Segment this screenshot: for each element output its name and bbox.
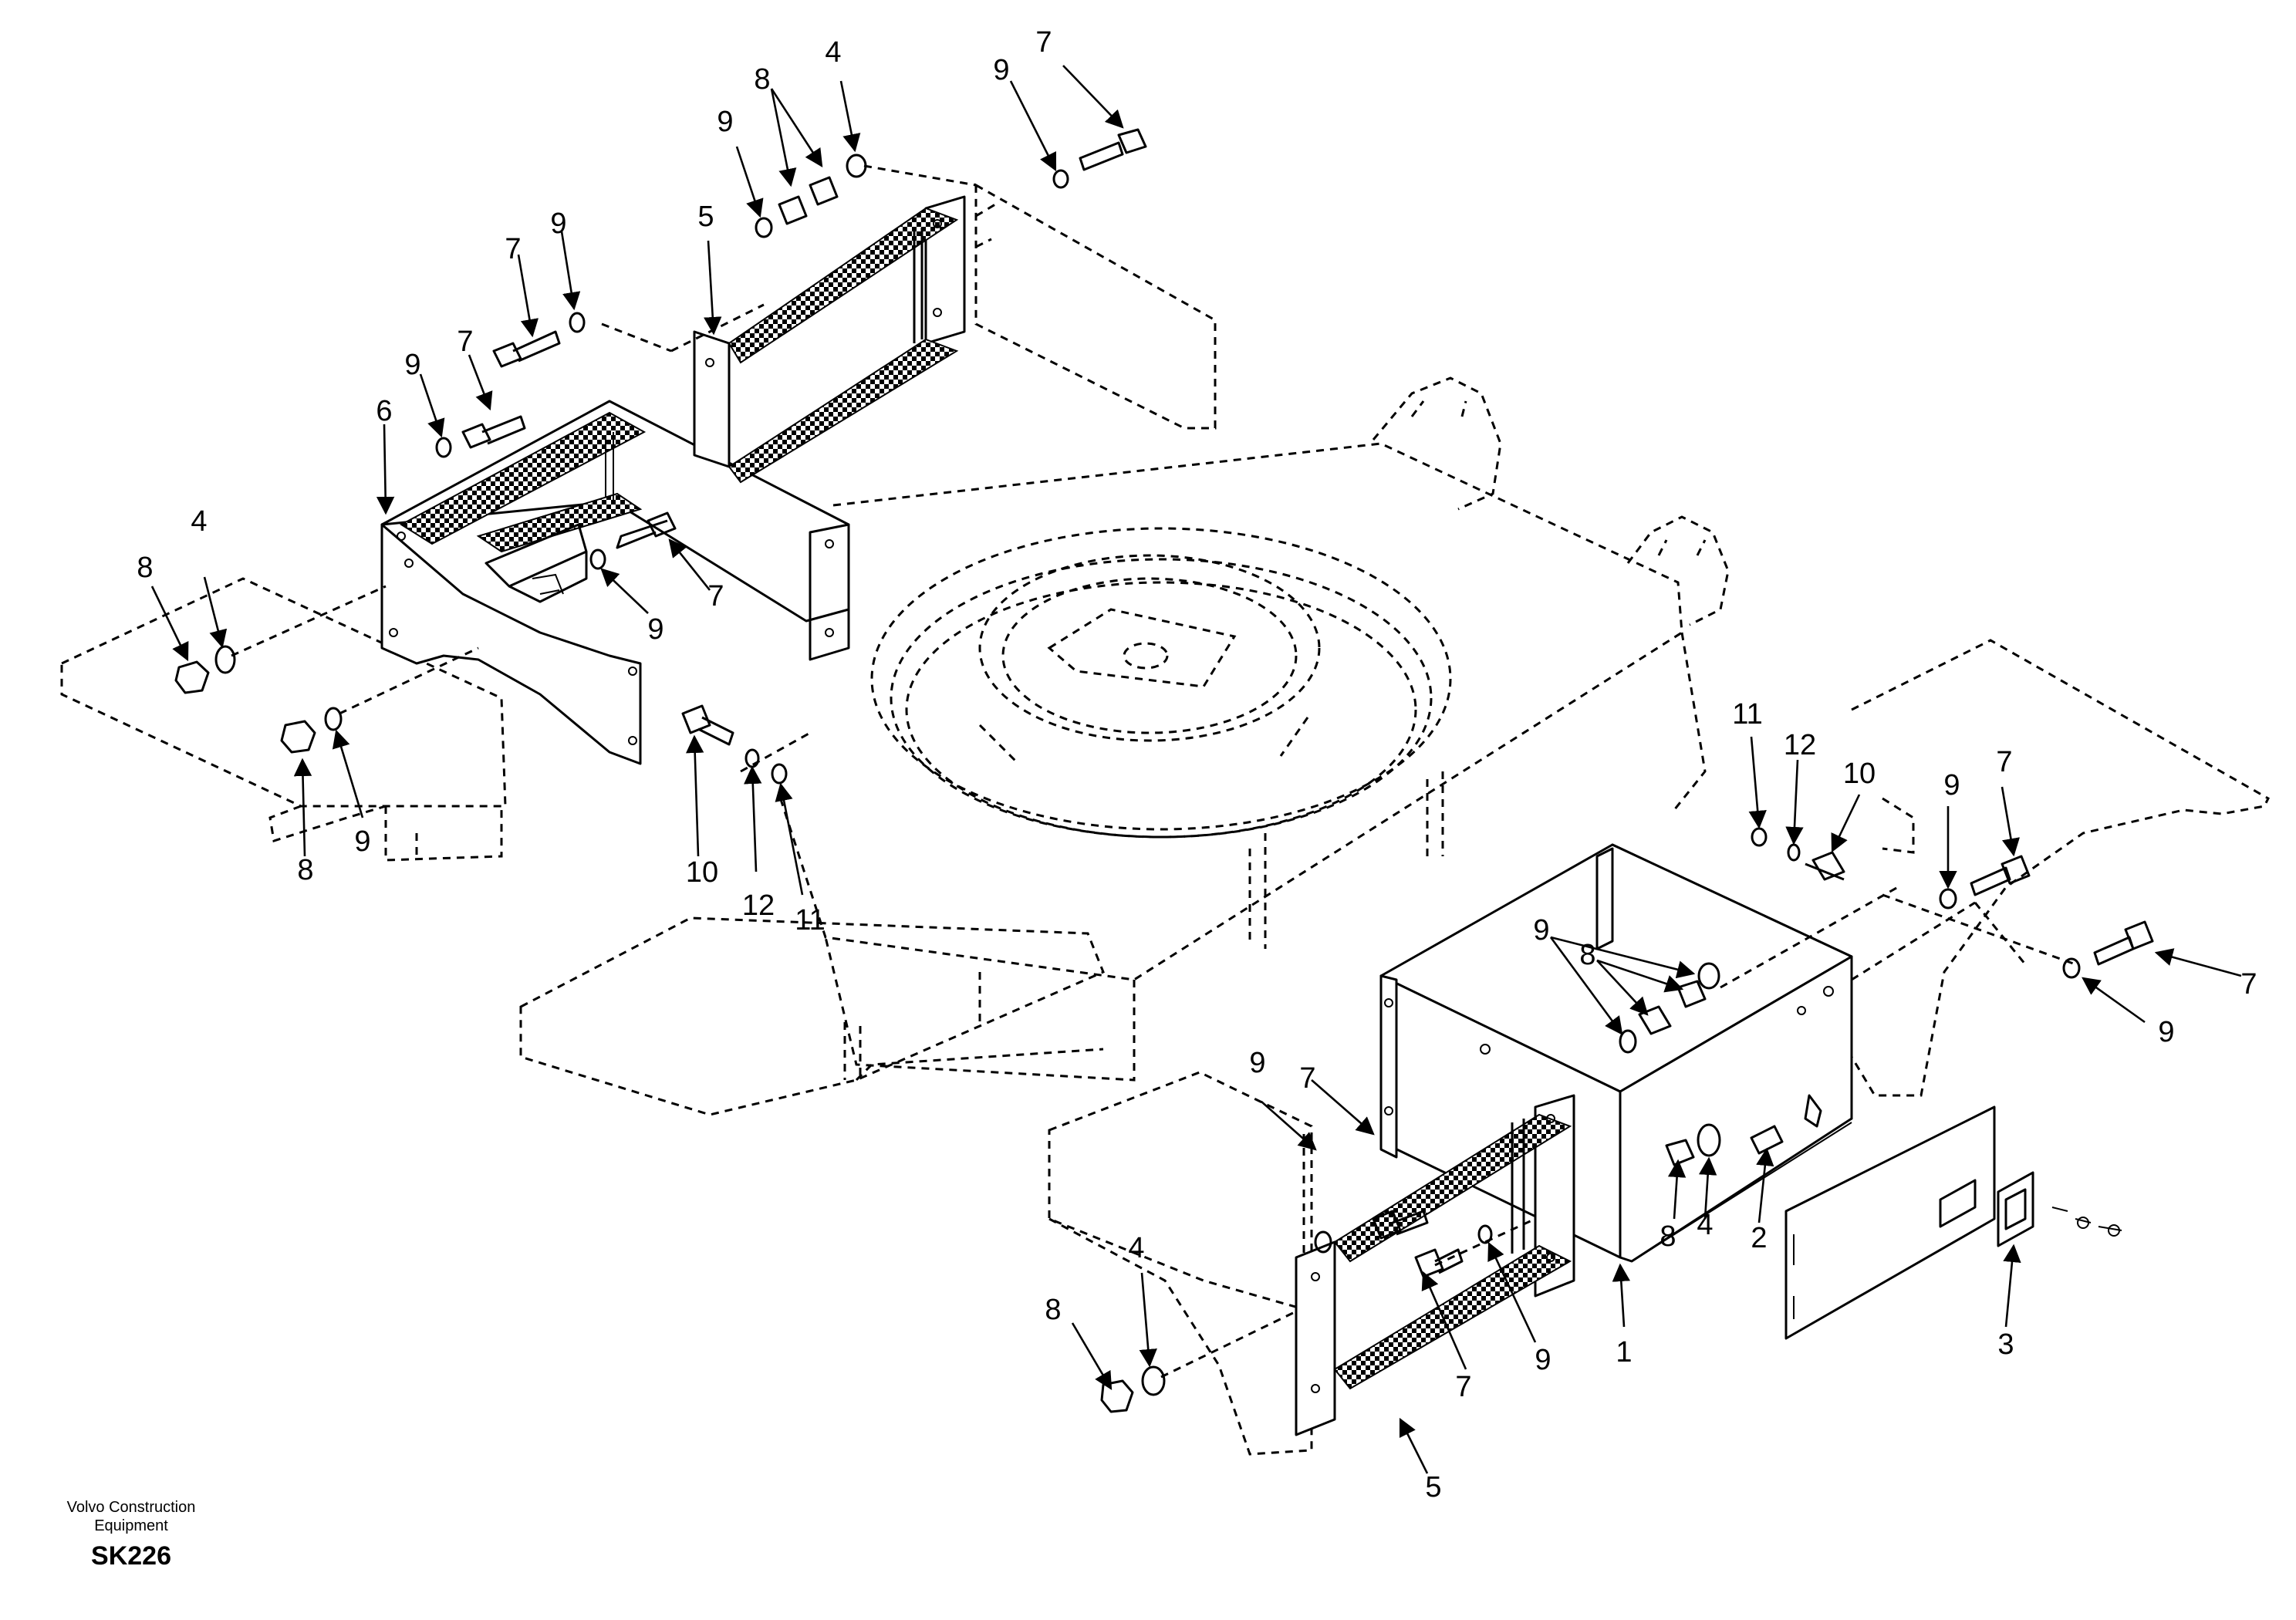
left-rear-step-assembly xyxy=(380,400,850,765)
callout-8: 8 xyxy=(297,854,313,886)
callout-arrows xyxy=(150,65,2242,1474)
manufacturer-name-line1: Volvo Construction xyxy=(66,1499,196,1516)
latch-assembly xyxy=(1997,1171,2122,1247)
callout-1: 1 xyxy=(1616,1336,1632,1369)
callout-7: 7 xyxy=(505,233,521,265)
callout-9: 9 xyxy=(993,54,1009,86)
manufacturer-name-line2: Equipment xyxy=(94,1517,168,1534)
callout-5: 5 xyxy=(697,201,714,233)
callout-7: 7 xyxy=(2240,968,2257,1001)
figure-caption: Volvo Construction Equipment SK226 xyxy=(31,1498,231,1571)
callout-7: 7 xyxy=(1035,26,1052,59)
slew-ring xyxy=(870,527,1452,839)
callout-8: 8 xyxy=(1660,1220,1676,1253)
callout-10: 10 xyxy=(686,856,718,889)
callout-8: 8 xyxy=(137,552,153,584)
callout-4: 4 xyxy=(1128,1232,1144,1264)
lower-right-step-assembly xyxy=(1295,1094,1575,1436)
callout-4: 4 xyxy=(825,36,841,69)
figure-code: SK226 xyxy=(91,1541,171,1571)
callout-12: 12 xyxy=(1784,729,1816,761)
callout-9: 9 xyxy=(717,106,733,138)
callout-11: 11 xyxy=(1732,698,1762,731)
callout-7: 7 xyxy=(1299,1062,1315,1095)
callout-9: 9 xyxy=(1943,769,1960,802)
callout-9: 9 xyxy=(1249,1047,1265,1079)
callout-9: 9 xyxy=(550,208,566,240)
callout-8: 8 xyxy=(1045,1294,1061,1326)
callout-11: 11 xyxy=(795,904,825,937)
callout-4: 4 xyxy=(1697,1209,1713,1241)
top-step-assembly xyxy=(693,195,966,484)
callout-9: 9 xyxy=(2158,1016,2174,1048)
callout-8: 8 xyxy=(1579,939,1595,971)
callout-9: 9 xyxy=(404,349,420,381)
callout-labels: 9 8 4 9 7 5 7 9 9 7 6 7 9 8 4 8 9 10 12 … xyxy=(137,26,2257,1504)
callout-10: 10 xyxy=(1843,758,1876,790)
callout-9: 9 xyxy=(354,825,370,858)
callout-4: 4 xyxy=(191,505,207,538)
callout-3: 3 xyxy=(1997,1328,2014,1361)
callout-9: 9 xyxy=(1533,914,1549,947)
callout-6: 6 xyxy=(376,395,392,427)
callout-7: 7 xyxy=(457,326,473,358)
toolbox-lid xyxy=(1784,1105,1996,1340)
callout-7: 7 xyxy=(1455,1371,1471,1403)
callout-9: 9 xyxy=(647,613,663,646)
callout-12: 12 xyxy=(742,889,775,922)
toolbox-assembly xyxy=(1379,843,1853,1263)
callout-7: 7 xyxy=(707,580,724,613)
alignment-lines xyxy=(231,164,2076,1379)
callout-8: 8 xyxy=(754,63,770,96)
upper-frame-outline xyxy=(60,183,2270,1456)
callout-5: 5 xyxy=(1425,1471,1441,1504)
callout-9: 9 xyxy=(1535,1344,1551,1376)
callout-2: 2 xyxy=(1751,1222,1767,1254)
callout-7: 7 xyxy=(1996,746,2012,778)
